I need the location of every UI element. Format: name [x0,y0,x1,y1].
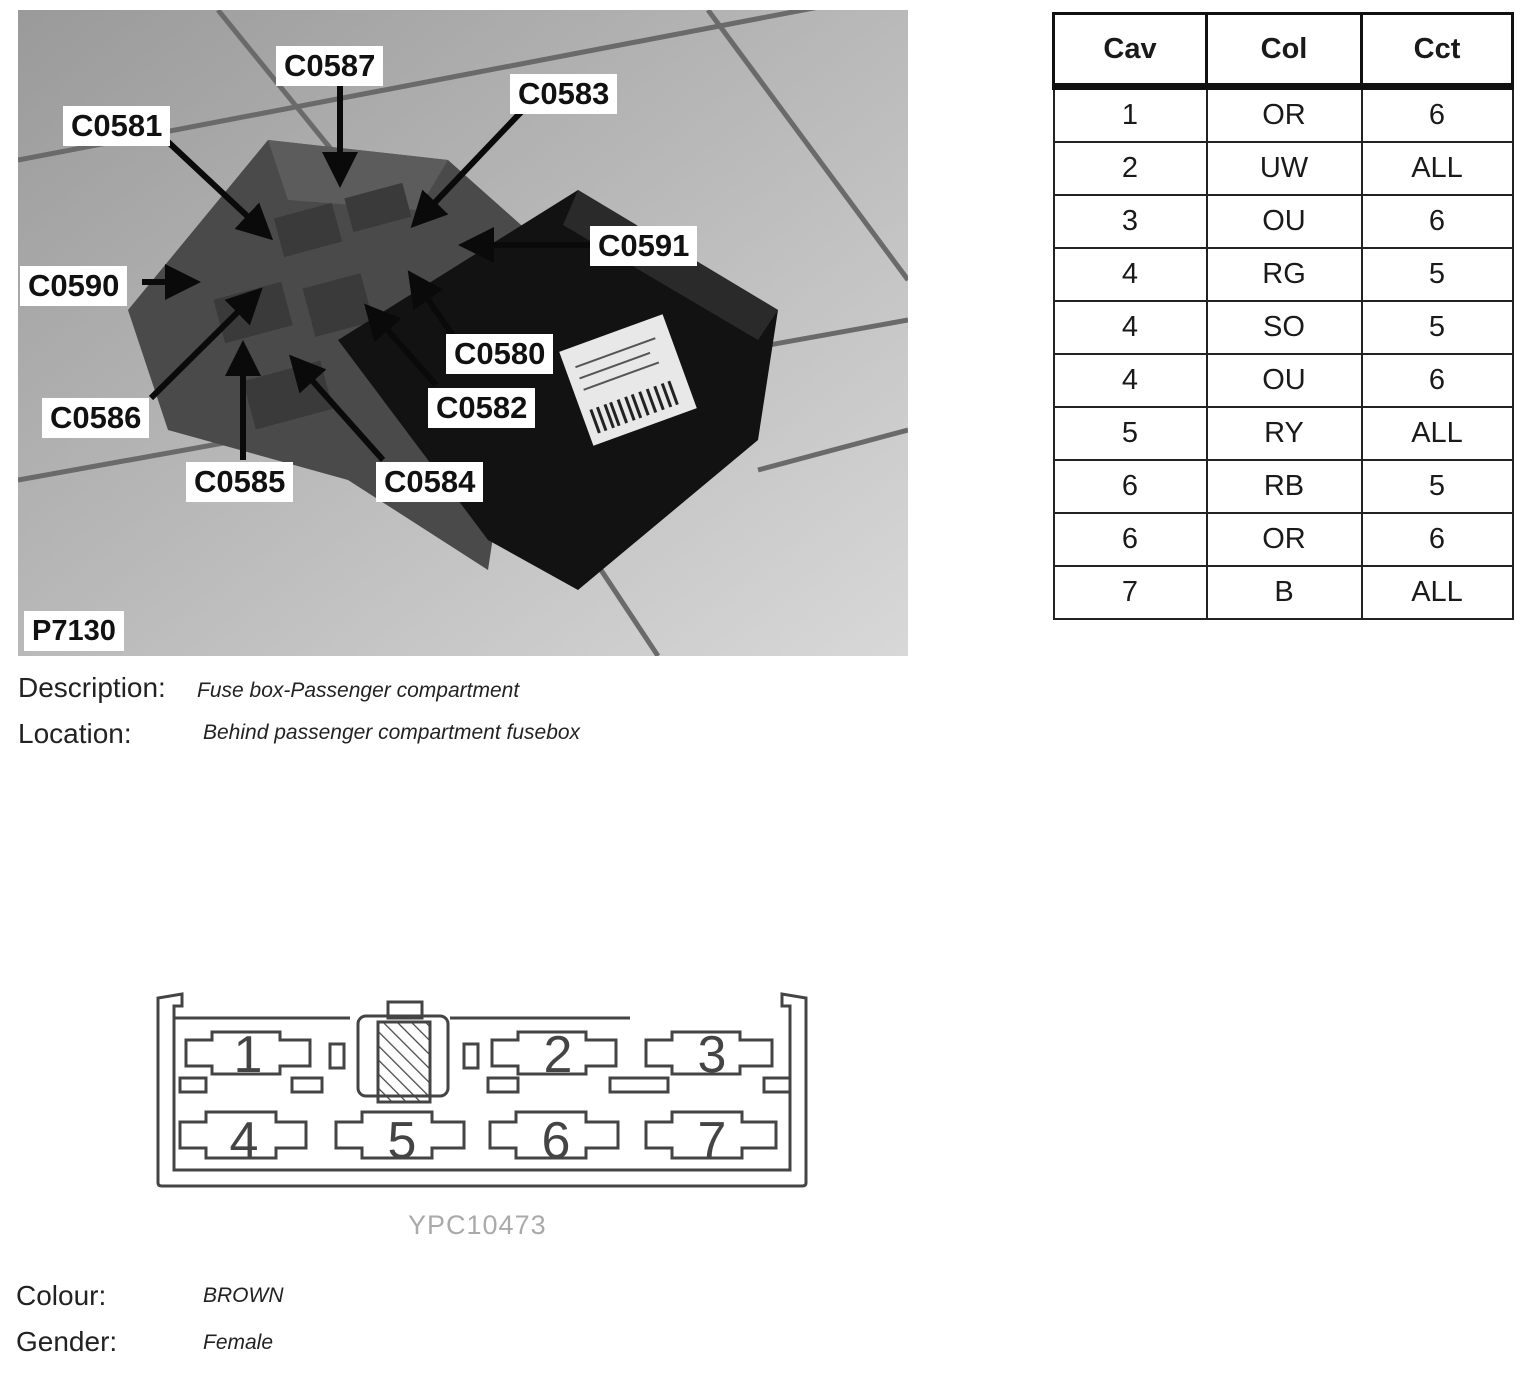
header-cav: Cav [1052,12,1208,90]
callout-c0586: C0586 [42,398,150,438]
barcode [589,380,679,434]
location-value: Behind passenger compartment fusebox [203,721,581,744]
cell-col: OR [1205,85,1363,143]
cell-cav: 6 [1052,459,1208,514]
cavity-4 [178,1110,308,1160]
colour-value: BROWN [203,1284,284,1307]
cell-cct: 6 [1360,512,1514,567]
cell-cav: 4 [1052,247,1208,302]
gender-value: Female [203,1331,274,1354]
cell-cav: 3 [1052,194,1208,249]
cavity-number-5: 5 [388,1112,417,1170]
cell-cct: ALL [1360,565,1514,620]
connector-latch [386,1000,424,1020]
cavity-7 [644,1110,778,1160]
arrow-c0582 [364,303,439,387]
cell-cct: 6 [1360,85,1514,143]
drawing-reference: YPC10473 [408,1210,547,1240]
callout-c0582: C0582 [428,388,536,428]
header-cct: Cct [1360,12,1514,90]
fuse-box-sockets [213,182,412,430]
cell-cct: 5 [1360,300,1514,355]
arrow-c0586 [148,287,263,401]
cell-col: RG [1205,247,1363,302]
cavity-number-1: 1 [234,1026,263,1084]
fuse-box-photo: C0587 C0583 C0581 C0591 C0590 C0580 C058… [18,10,908,656]
cell-cct: 5 [1360,459,1514,514]
cavity-6 [488,1110,620,1160]
cell-cct: 5 [1360,247,1514,302]
cell-cct: ALL [1360,141,1514,196]
connector-face-drawing: 1 2 3 4 5 6 7 [156,992,808,1188]
cell-cct: ALL [1360,406,1514,461]
location-label: Location: [18,718,132,749]
cavity-1 [184,1030,312,1076]
arrow-c0580 [407,270,459,342]
module-label-sticker [559,314,697,446]
cell-cav: 6 [1052,512,1208,567]
cell-cct: 6 [1360,353,1514,408]
arrow-c0583 [410,107,526,229]
cell-col: SO [1205,300,1363,355]
description-value: Fuse box-Passenger compartment [197,679,520,702]
callout-c0580: C0580 [446,334,554,374]
cell-col: OU [1205,194,1363,249]
cell-cav: 4 [1052,300,1208,355]
cell-col: UW [1205,141,1363,196]
control-module [338,190,778,590]
cell-cav: 4 [1052,353,1208,408]
callout-c0584: C0584 [376,462,484,502]
cell-cct: 6 [1360,194,1514,249]
cavity-number-6: 6 [542,1112,571,1170]
cell-col: RB [1205,459,1363,514]
callout-c0585: C0585 [186,462,294,502]
header-col: Col [1205,12,1363,90]
callout-c0583: C0583 [510,74,618,114]
cavity-3 [644,1030,774,1076]
cavity-2 [490,1030,618,1076]
gender-label: Gender: [16,1326,118,1357]
cell-col: RY [1205,406,1363,461]
cavity-number-4: 4 [230,1112,259,1170]
connector-key-hatched [376,1020,432,1104]
cell-cav: 5 [1052,406,1208,461]
callout-arrows [142,85,590,462]
arrow-c0581 [163,137,274,241]
cell-cav: 7 [1052,565,1208,620]
callout-c0581: C0581 [63,106,171,146]
callout-c0587: C0587 [276,46,384,86]
cavity-number-3: 3 [698,1026,727,1084]
cavity-number-2: 2 [544,1026,573,1084]
cell-cav: 1 [1052,85,1208,143]
cell-cav: 2 [1052,141,1208,196]
colour-label: Colour: [16,1280,107,1311]
connector-housing [156,992,808,1188]
table-header-row: Cav Col Cct [1052,12,1514,90]
callout-c0590: C0590 [20,266,128,306]
callout-c0591: C0591 [590,226,698,266]
description-label: Description: [18,672,166,703]
cavity-number-7: 7 [698,1112,727,1170]
arrow-c0584 [289,354,386,462]
cell-col: OR [1205,512,1363,567]
cavity-5 [334,1110,466,1160]
photo-reference: P7130 [24,611,124,651]
cell-col: OU [1205,353,1363,408]
cell-col: B [1205,565,1363,620]
